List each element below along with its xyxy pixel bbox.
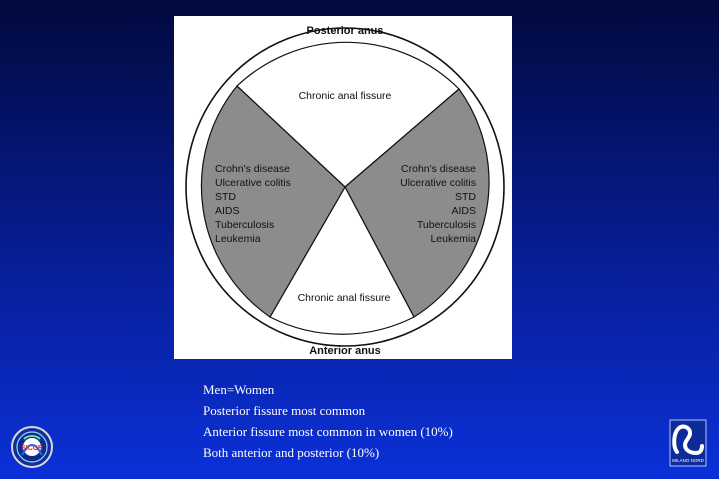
circular-diagram-svg: Posterior anus Anterior anus Chronic ana… (185, 25, 505, 357)
note-line: Posterior fissure most common (203, 403, 366, 418)
siccr-logo: SICCR (10, 425, 54, 469)
top-white-sector (236, 41, 460, 188)
left-list-item: Leukemia (215, 233, 261, 245)
right-list-item: AIDS (451, 205, 476, 217)
left-list-item: Crohn's disease (215, 163, 290, 175)
right-condition-list: Crohn's disease Ulcerative colitis STD A… (400, 163, 476, 245)
left-gray-sector (200, 85, 346, 318)
milano-nord-logo: MILANO NORD (669, 419, 707, 467)
note-line: Anterior fissure most common in women (1… (203, 424, 453, 439)
siccr-logo-icon: SICCR (11, 426, 53, 468)
right-list-item: Leukemia (430, 233, 476, 245)
diagram-outline (185, 27, 505, 347)
anal-fissure-diagram: Posterior anus Anterior anus Chronic ana… (174, 16, 512, 359)
note-line: Men=Women (203, 382, 275, 397)
right-list-item: STD (455, 191, 476, 203)
posterior-label: Posterior anus (306, 25, 383, 37)
right-list-item: Tuberculosis (417, 219, 476, 231)
milano-nord-logo-icon: MILANO NORD (669, 419, 707, 467)
siccr-logo-text: SICCR (21, 445, 43, 452)
bottom-white-sector (269, 185, 415, 335)
note-line: Both anterior and posterior (10%) (203, 445, 380, 460)
anterior-label: Anterior anus (309, 345, 381, 357)
left-condition-list: Crohn's disease Ulcerative colitis STD A… (215, 163, 291, 245)
slide-notes: Men=Women Posterior fissure most common … (203, 379, 603, 463)
left-list-item: STD (215, 191, 236, 203)
left-list-item: Tuberculosis (215, 219, 274, 231)
right-list-item: Crohn's disease (401, 163, 476, 175)
right-gray-sector (344, 88, 490, 318)
left-list-item: Ulcerative colitis (215, 177, 291, 189)
top-sector-label: Chronic anal fissure (299, 90, 392, 102)
left-list-item: AIDS (215, 205, 240, 217)
milano-nord-logo-text: MILANO NORD (672, 458, 705, 463)
right-list-item: Ulcerative colitis (400, 177, 476, 189)
bottom-sector-label: Chronic anal fissure (298, 292, 391, 304)
